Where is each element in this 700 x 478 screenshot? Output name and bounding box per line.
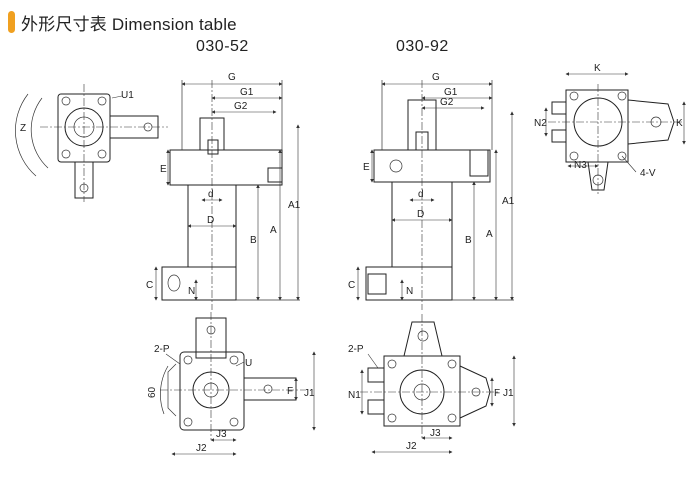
label-N2: N2 — [534, 118, 547, 129]
label-K: K — [594, 63, 601, 74]
page-title: 外形尺寸表 Dimension table — [21, 14, 237, 34]
header: 外形尺寸表 Dimension table — [8, 8, 237, 36]
label-B: B — [250, 235, 257, 246]
model-label-2: 030-92 — [396, 38, 449, 55]
label-J2-2: J2 — [406, 441, 417, 452]
model-label-1: 030-52 — [196, 38, 249, 55]
label-A1: A1 — [288, 200, 301, 211]
label-E: E — [160, 164, 167, 175]
label-G-2: G — [432, 72, 440, 83]
label-N: N — [188, 286, 195, 297]
label-J1-2: J1 — [503, 388, 514, 399]
bottom-view-2: 2-P N1 F J1 J3 J2 — [348, 314, 516, 454]
label-J1: J1 — [304, 388, 315, 399]
label-A1-2: A1 — [502, 196, 515, 207]
label-d-2: d — [418, 189, 424, 200]
label-angle: 60 — [147, 386, 158, 398]
label-G2: G2 — [234, 101, 248, 112]
label-J3: J3 — [216, 429, 227, 440]
label-G: G — [228, 72, 236, 83]
label-G1: G1 — [240, 87, 254, 98]
label-A-2: A — [486, 229, 493, 240]
label-N1: N1 — [348, 390, 361, 401]
label-F-2: F — [494, 388, 500, 399]
label-2P-2: 2-P — [348, 344, 364, 355]
label-A: A — [270, 225, 277, 236]
label-B-2: B — [465, 235, 472, 246]
front-view-2: G G1 G2 E d D B A A1 C N — [348, 72, 515, 310]
label-D-2: D — [417, 209, 424, 220]
label-G1-2: G1 — [444, 87, 458, 98]
label-C: C — [146, 280, 153, 291]
label-U: U — [245, 358, 252, 369]
top-view-1: Z U1 — [15, 84, 168, 202]
label-N-2: N — [406, 286, 413, 297]
label-d: d — [208, 189, 214, 200]
bullet-icon — [8, 11, 15, 33]
label-N3: N3 — [574, 160, 587, 171]
label-D: D — [207, 215, 214, 226]
label-U1: U1 — [121, 90, 134, 101]
label-4V: 4-V — [640, 168, 656, 179]
front-view-1: G G1 G2 E d D B A A1 C N — [146, 72, 301, 310]
label-2P: 2-P — [154, 344, 170, 355]
label-E-2: E — [363, 162, 370, 173]
label-F: F — [287, 386, 293, 397]
label-J2: J2 — [196, 443, 207, 454]
bottom-view-1: 2-P U 60 F J1 J3 J2 — [147, 312, 316, 456]
label-K-side: K — [676, 118, 683, 129]
top-view-2: K K N2 N3 4-V — [534, 63, 686, 194]
label-J3-2: J3 — [430, 428, 441, 439]
label-G2-2: G2 — [440, 97, 454, 108]
label-Z: Z — [20, 123, 26, 134]
label-C-2: C — [348, 280, 355, 291]
